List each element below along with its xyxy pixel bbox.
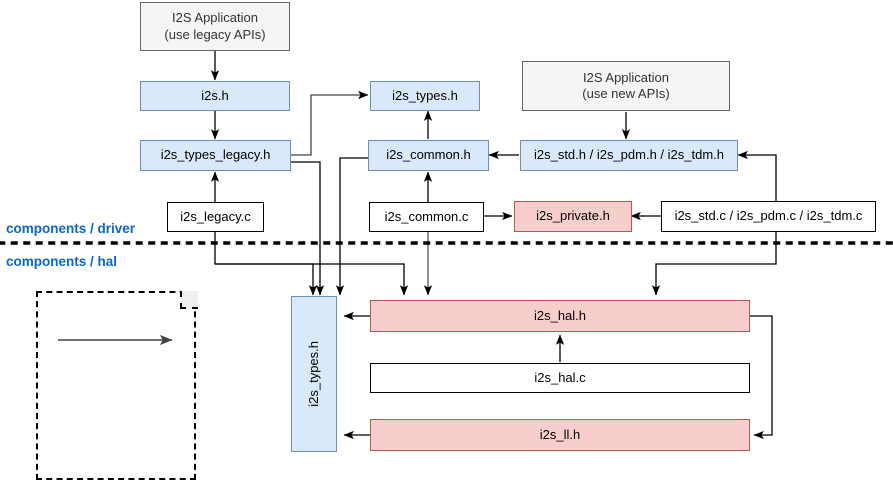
node-i2s-std-pdm-tdm-c-label: i2s_std.c / i2s_pdm.c / i2s_tdm.c (674, 208, 863, 224)
node-i2s-types-legacy-h-label: i2s_types_legacy.h (160, 147, 271, 163)
app-legacy-line2: (use legacy APIs) (164, 26, 266, 42)
node-i2s-types-h-vertical[interactable]: i2s_types.h (291, 296, 337, 452)
node-i2s-legacy-c-label: i2s_legacy.c (180, 208, 251, 224)
node-i2s-types-h-vertical-label: i2s_types.h (305, 341, 321, 407)
app-new-line2: (use new APIs) (582, 86, 670, 101)
node-i2s-common-h[interactable]: i2s_common.h (368, 140, 489, 171)
node-i2s-hal-h-label: i2s_hal.h (533, 307, 587, 323)
node-i2s-ll-h[interactable]: i2s_ll.h (370, 419, 750, 451)
node-i2s-std-pdm-tdm-h[interactable]: i2s_std.h / i2s_pdm.h / i2s_tdm.h (520, 140, 738, 171)
node-i2s-private-h[interactable]: i2s_private.h (514, 201, 632, 232)
node-i2s-common-h-label: i2s_common.h (386, 147, 471, 163)
legend-fold-corner (180, 291, 198, 309)
node-i2s-h[interactable]: i2s.h (140, 81, 290, 111)
node-i2s-types-legacy-h[interactable]: i2s_types_legacy.h (140, 140, 291, 171)
node-i2s-common-c-label: i2s_common.c (384, 208, 469, 224)
divider-label-hal: components / hal (6, 254, 118, 269)
node-i2s-common-c[interactable]: i2s_common.c (369, 202, 484, 232)
node-i2s-ll-h-label: i2s_ll.h (539, 426, 581, 442)
node-i2s-types-h-top[interactable]: i2s_types.h (370, 81, 480, 111)
node-i2s-std-pdm-tdm-c[interactable]: i2s_std.c / i2s_pdm.c / i2s_tdm.c (661, 201, 876, 232)
legend-includes-arrow (58, 334, 173, 346)
node-i2s-hal-h[interactable]: i2s_hal.h (370, 300, 750, 332)
node-i2s-application-new[interactable]: I2S Application (use new APIs) (522, 61, 730, 111)
legend-panel (36, 291, 196, 480)
app-legacy-line1: I2S Application (171, 10, 258, 26)
app-new-line1: I2S Application (582, 69, 669, 85)
divider-label-driver: components / driver (6, 221, 136, 236)
node-i2s-hal-c-label: i2s_hal.c (534, 369, 586, 385)
node-i2s-application-legacy[interactable]: I2S Application (use legacy APIs) (140, 2, 290, 51)
node-i2s-hal-c[interactable]: i2s_hal.c (370, 363, 750, 393)
node-i2s-legacy-c[interactable]: i2s_legacy.c (167, 202, 264, 232)
node-i2s-std-pdm-tdm-h-label: i2s_std.h / i2s_pdm.h / i2s_tdm.h (533, 147, 725, 163)
node-i2s-types-h-top-label: i2s_types.h (392, 87, 458, 103)
node-i2s-h-label: i2s.h (201, 87, 229, 103)
node-i2s-private-h-label: i2s_private.h (536, 208, 610, 224)
